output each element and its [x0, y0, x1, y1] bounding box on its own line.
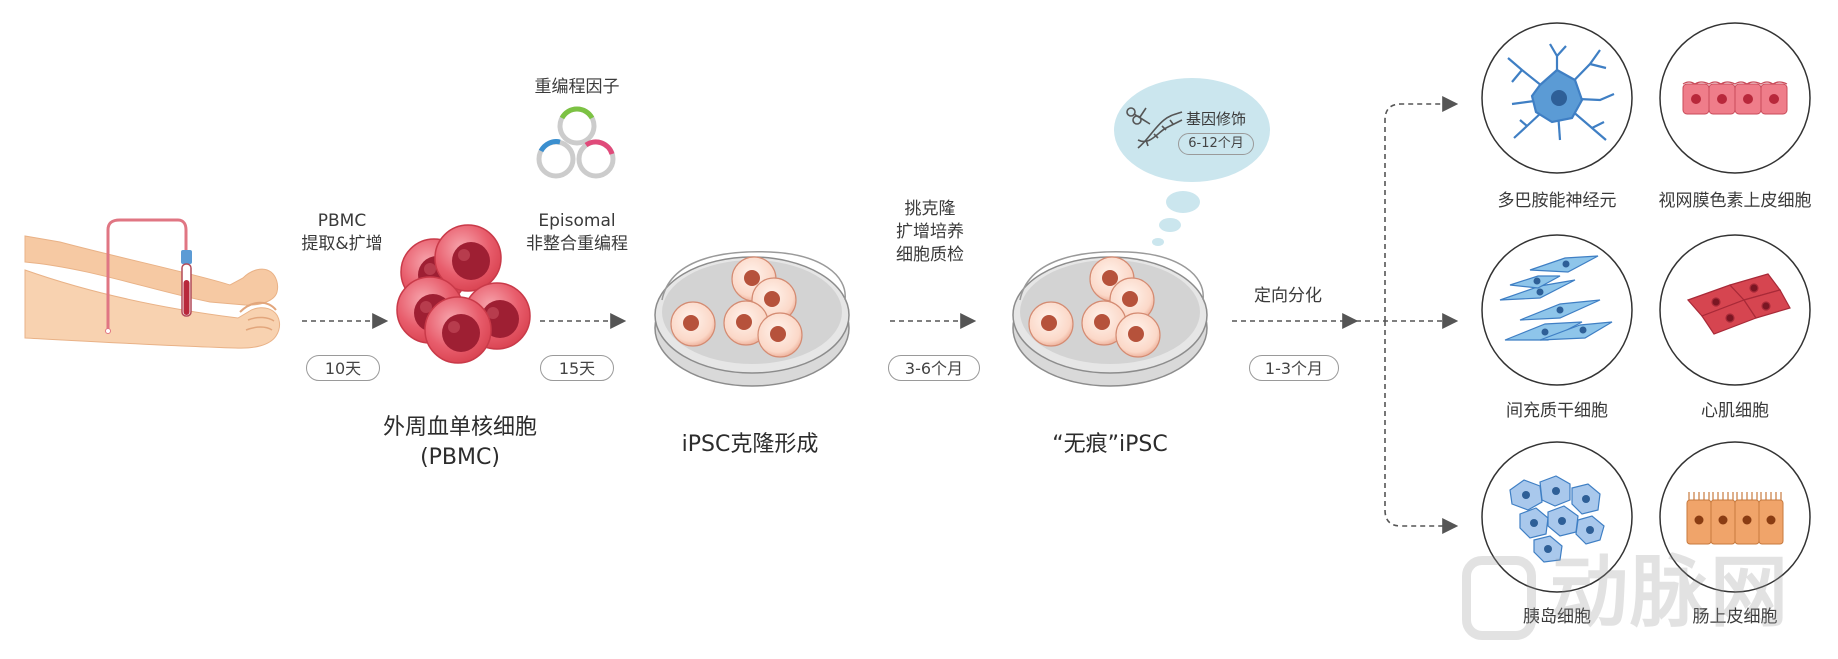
petri-dish-colonies — [655, 252, 849, 386]
clone-step-label: 挑克隆 扩增培养 细胞质检 — [870, 198, 990, 267]
scarless-ipsc-title: “无痕”iPSC — [1020, 430, 1200, 460]
pbmc-title: 外周血单核细胞 (PBMC) — [360, 413, 560, 473]
pbmc-step-line-1: PBMC — [282, 210, 402, 233]
clone-duration-pill: 3-6个月 — [888, 355, 980, 381]
pbmc-step-label: PBMC 提取&扩增 — [282, 210, 402, 256]
pbmc-step-line-2: 提取&扩增 — [282, 233, 402, 256]
episomal-duration-pill: 15天 — [540, 355, 614, 381]
pbmc-duration-pill: 10天 — [306, 355, 380, 381]
rpe-icon — [1683, 82, 1787, 114]
episomal-line-2: 非整合重编程 — [512, 233, 642, 256]
cell-label-neuron: 多巴胺能神经元 — [1477, 190, 1637, 213]
pbmc-title-line-1: 外周血单核细胞 — [360, 413, 560, 443]
pbmc-cells — [397, 225, 530, 363]
ipsc-colony-title: iPSC克隆形成 — [660, 430, 840, 460]
clone-line-1: 挑克隆 — [870, 198, 990, 221]
diff-duration-pill: 1-3个月 — [1249, 355, 1339, 381]
petri-dish-scarless — [1013, 252, 1207, 386]
reprogram-factor-label: 重编程因子 — [517, 76, 637, 99]
watermark-logo — [1462, 556, 1536, 640]
cell-label-msc: 间充质干细胞 — [1477, 400, 1637, 423]
episomal-line-1: Episomal — [512, 210, 642, 233]
cell-label-rpe: 视网膜色素上皮细胞 — [1650, 190, 1820, 213]
cell-label-cardio: 心肌细胞 — [1655, 400, 1815, 423]
pbmc-title-line-2: (PBMC) — [360, 443, 560, 473]
gene-edit-bubble — [1114, 78, 1270, 246]
gene-edit-label: 基因修饰 — [1176, 108, 1256, 131]
gene-edit-duration-pill: 6-12个月 — [1178, 133, 1254, 155]
watermark-text: 动脉网 — [1550, 548, 1790, 638]
clone-line-3: 细胞质检 — [870, 244, 990, 267]
episomal-step-label: Episomal 非整合重编程 — [512, 210, 642, 256]
diff-step-label: 定向分化 — [1238, 285, 1338, 308]
branch-up — [1385, 104, 1455, 321]
clone-line-2: 扩增培养 — [870, 221, 990, 244]
branch-down — [1385, 321, 1455, 526]
arm-illustration — [25, 236, 280, 348]
plasmid-icon — [539, 109, 613, 176]
